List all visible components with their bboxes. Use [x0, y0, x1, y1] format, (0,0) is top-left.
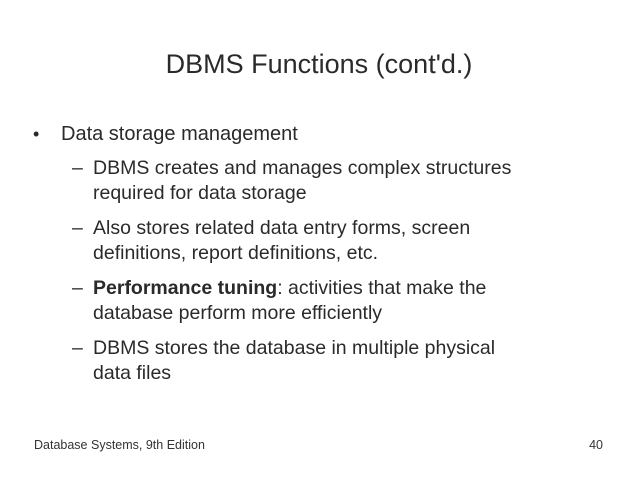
sub-bullet-item: – Performance tuning: activities that ma…: [72, 276, 602, 326]
slide-title: DBMS Functions (cont'd.): [165, 49, 473, 79]
sub-bullet-line: required for data storage: [93, 182, 307, 204]
performance-tuning-definition: : activities that make the: [277, 277, 487, 299]
sub-bullet-line: database perform more efficiently: [93, 302, 383, 324]
footer-source: Database Systems, 9th Edition: [34, 438, 205, 452]
bullet-icon: •: [33, 124, 40, 144]
sub-bullet-line: DBMS stores the database in multiple phy…: [93, 337, 496, 359]
main-bullet-text: Data storage management: [61, 123, 298, 145]
sub-bullet-line: Also stores related data entry forms, sc…: [93, 217, 471, 239]
performance-tuning-term: Performance tuning: [93, 277, 278, 299]
sub-bullet-line: definitions, report definitions, etc.: [93, 242, 379, 264]
dash-icon: –: [72, 217, 83, 239]
sub-bullet-line: DBMS creates and manages complex structu…: [93, 157, 512, 179]
page-number: 40: [589, 438, 603, 452]
dash-icon: –: [72, 157, 83, 179]
sub-bullet-line: Performance tuning: activities that make…: [93, 276, 602, 301]
dash-icon: –: [72, 337, 83, 359]
sub-bullet-item: – DBMS creates and manages complex struc…: [72, 156, 602, 206]
sub-bullet-item: – DBMS stores the database in multiple p…: [72, 336, 602, 386]
sub-bullet-line: data files: [93, 362, 172, 384]
sub-bullet-list: – DBMS creates and manages complex struc…: [72, 156, 602, 396]
sub-bullet-item: – Also stores related data entry forms, …: [72, 216, 602, 266]
dash-icon: –: [72, 277, 83, 299]
